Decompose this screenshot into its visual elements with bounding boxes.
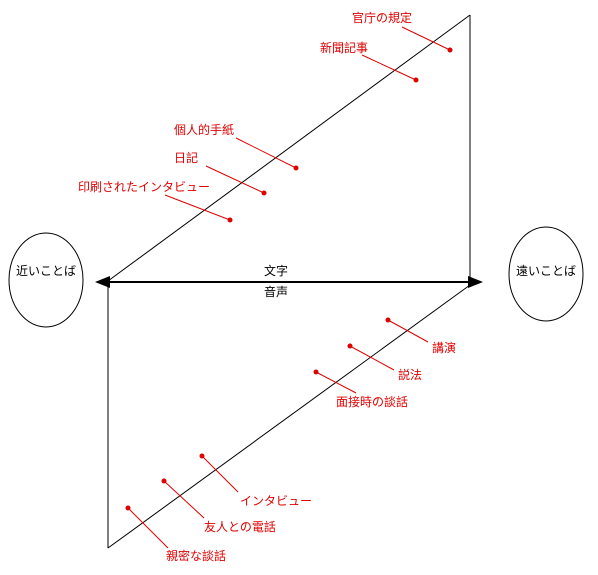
example-label: インタビュー: [240, 494, 312, 508]
written-example-personal-letter: 個人的手紙: [174, 122, 299, 171]
spoken-example-intimate-talk: 親密な談話: [125, 505, 226, 563]
far-words-ellipse: [508, 226, 584, 322]
spoken-example-lecture: 講演: [385, 317, 456, 355]
example-label: 友人との電話: [204, 519, 276, 534]
example-label: 講演: [432, 340, 456, 355]
written-example-official-rules: 官庁の規定: [352, 10, 453, 53]
spoken-example-interview-talk: 面接時の談話: [313, 369, 408, 409]
written-example-newspaper: 新聞記事: [320, 40, 419, 83]
far-words-label: 遠いことば: [516, 264, 576, 278]
axis-arrowhead-right: [468, 276, 483, 288]
near-words-ellipse: [8, 232, 84, 328]
marker-dot: [413, 77, 419, 83]
marker-dot: [261, 190, 267, 196]
example-label: 個人的手紙: [174, 122, 234, 137]
written-diagonal: [107, 14, 471, 282]
example-label: 印刷されたインタビュー: [78, 180, 210, 194]
spoken-example-sermon: 説法: [347, 343, 422, 382]
example-label: 新聞記事: [320, 40, 368, 55]
spoken-example-interview: インタビュー: [199, 453, 312, 508]
marker-dot: [227, 217, 233, 223]
spoken-label: 音声: [264, 284, 288, 299]
written-label: 文字: [264, 263, 288, 278]
written-example-diary: 日記: [174, 150, 267, 196]
example-label: 面接時の談話: [336, 394, 408, 409]
marker-dot: [447, 47, 453, 53]
spoken-diagonal: [107, 284, 471, 549]
example-label: 官庁の規定: [352, 10, 412, 25]
spoken-example-phone-with-friend: 友人との電話: [161, 478, 276, 534]
axis-arrowhead-left: [95, 276, 110, 288]
marker-dot: [293, 165, 299, 171]
written-example-printed-interview: 印刷されたインタビュー: [78, 180, 233, 223]
example-label: 親密な談話: [166, 548, 226, 563]
example-label: 説法: [398, 367, 422, 382]
example-label: 日記: [174, 150, 198, 165]
near-words-label: 近いことば: [16, 264, 76, 278]
